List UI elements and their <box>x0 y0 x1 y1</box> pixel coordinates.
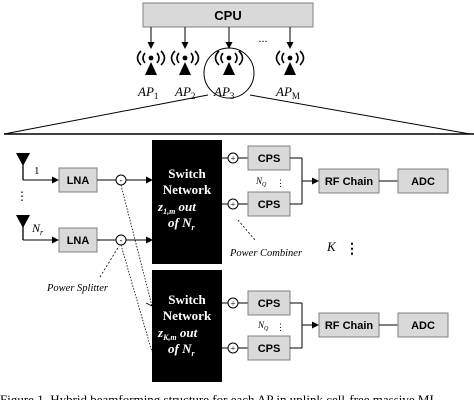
k-dots: ⋮ <box>345 242 359 257</box>
cps-box-1-2 <box>247 191 291 217</box>
power-combiner-pointer <box>237 219 256 241</box>
power-splitter-label: Power Splitter <box>46 283 109 294</box>
nq-dots-2: ⋮ <box>276 322 285 332</box>
cpu-label: CPU <box>214 8 241 23</box>
switch-network-1-line1: Switch <box>168 166 206 181</box>
switch-network-2-line2: Network <box>163 308 212 323</box>
rf-chain-box-1 <box>318 168 380 194</box>
ap2-antenna-icon <box>170 50 200 75</box>
ap2-label: AP2 <box>174 84 195 101</box>
splitter1-to-sw2-dotted <box>120 184 153 307</box>
switch-network-1 <box>152 140 222 264</box>
power-combiner-label: Power Combiner <box>229 248 303 259</box>
switch-network-2-line4: of Nr <box>168 341 195 358</box>
sw2-dotted-arrowhead-1 <box>145 302 153 307</box>
k-label: K <box>326 239 337 254</box>
combiner-2-2-symbol: + <box>230 344 235 354</box>
antenna-dots: ⋮ <box>16 189 28 203</box>
ap1-antenna-icon <box>136 50 166 75</box>
cps-box-2-1 <box>247 290 291 316</box>
switch-network-2 <box>152 270 222 382</box>
cps-box-1-1 <box>247 145 291 171</box>
rf-chain-label-2: RF Chain <box>325 320 374 332</box>
lna-box-1 <box>58 167 98 193</box>
splitter-1-symbol: - <box>120 175 123 185</box>
switch-network-2-line1: Switch <box>168 292 206 307</box>
lna-label-1: LNA <box>67 175 90 187</box>
switch-network-1-line4: of Nr <box>168 215 195 232</box>
antenna-1-icon <box>16 153 59 184</box>
antenna-nr-icon <box>16 215 59 244</box>
ap-ellipsis: ... <box>259 31 268 45</box>
switch-network-1-line2: Network <box>163 182 212 197</box>
power-splitter-pointer <box>99 245 120 278</box>
zoom-line-right <box>249 94 471 135</box>
cps-label-2-2: CPS <box>258 343 281 355</box>
cps-box-2-2 <box>247 335 291 361</box>
apm-label: APM <box>275 84 300 101</box>
switch-network-2-var: zK,m out <box>157 325 198 342</box>
switch-network-1-var: z1,m out <box>157 199 196 216</box>
adc-label-1: ADC <box>411 176 435 188</box>
zoom-line-left <box>3 94 209 135</box>
ap1-label: AP1 <box>137 84 158 101</box>
antenna-1-label: 1 <box>34 165 40 177</box>
adc-box-1 <box>397 168 449 194</box>
ap3-label: AP3 <box>213 84 235 101</box>
lna-box-2 <box>58 227 98 253</box>
ap3-highlight-circle <box>203 47 255 99</box>
combiner-2-1-symbol: + <box>230 299 235 309</box>
antenna-nr-label: Nr <box>31 221 44 237</box>
cpu-box <box>142 2 314 28</box>
lna-label-2: LNA <box>67 235 90 247</box>
combiner-1-1-symbol: + <box>230 154 235 164</box>
rf-chain-box-2 <box>318 312 380 338</box>
adc-box-2 <box>397 312 449 338</box>
nq-dots-1: ⋮ <box>276 178 285 188</box>
ap3-antenna-icon <box>214 50 244 75</box>
nq-label-1: NQ <box>255 176 267 188</box>
cps-label-1-2: CPS <box>258 199 281 211</box>
figure-caption: Figure 1. Hybrid beamforming structure f… <box>0 392 434 400</box>
adc-label-2: ADC <box>411 320 435 332</box>
combiner-1-2-symbol: + <box>230 200 235 210</box>
nq-label-2: NQ <box>257 320 269 332</box>
cps-label-1-1: CPS <box>258 153 281 165</box>
apm-antenna-icon <box>275 50 305 75</box>
cps-label-2-1: CPS <box>258 298 281 310</box>
splitter2-to-sw2-dotted <box>120 244 153 353</box>
rf-chain-label-1: RF Chain <box>325 176 374 188</box>
splitter-2-symbol: - <box>120 235 123 245</box>
